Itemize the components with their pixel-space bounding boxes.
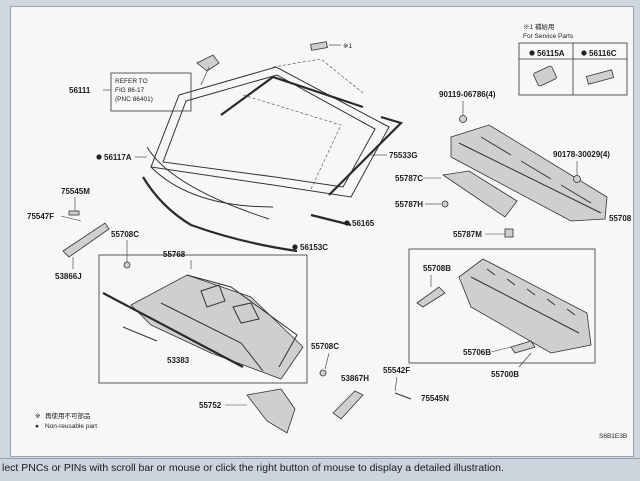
clip-75545M[interactable]: [68, 210, 80, 216]
moulding-lower[interactable]: [310, 213, 352, 227]
callout-90178[interactable]: 90178-30029(4): [553, 150, 610, 159]
side-moulding-right[interactable]: [328, 115, 404, 196]
cowl-cover-55752[interactable]: [246, 388, 296, 434]
callout-75547F[interactable]: 75547F: [27, 212, 54, 221]
callout-53383[interactable]: 53383: [167, 356, 190, 365]
service-part-56116C[interactable]: 56116C: [589, 49, 617, 58]
callout-55706B[interactable]: 55706B: [463, 348, 491, 357]
clip-55787H[interactable]: [441, 200, 449, 208]
clip-55787M[interactable]: [504, 228, 514, 238]
brace-55787C[interactable]: [441, 170, 518, 218]
clip-75545N[interactable]: [394, 392, 412, 400]
clip-55708C-bottom[interactable]: [319, 369, 327, 377]
bolt-90178[interactable]: [573, 175, 581, 183]
callout-55787H[interactable]: 55787H: [395, 200, 423, 209]
callout-75533G[interactable]: 75533G: [389, 151, 417, 160]
callout-55708C-top[interactable]: 55708C: [111, 230, 139, 239]
callout-55708-right[interactable]: 55708: [609, 214, 632, 223]
callout-53867H[interactable]: 53867H: [341, 374, 369, 383]
refer-line-2[interactable]: FIG 86-17: [115, 87, 145, 94]
legend-text-1: 再使用不可部品: [45, 411, 91, 420]
legend-text-2: Non-reusable part: [45, 423, 97, 430]
windshield-glass[interactable]: [150, 66, 390, 208]
callout-55708C-bottom[interactable]: 55708C: [311, 342, 339, 351]
callout-90119[interactable]: 90119-06786(4): [439, 90, 496, 99]
callout-56153C[interactable]: 56153C: [300, 243, 328, 252]
callout-55768[interactable]: 55768: [163, 250, 186, 259]
refer-line-1: REFER TO: [115, 78, 148, 85]
moulding-left[interactable]: [146, 146, 270, 220]
service-parts-title: ※1 補給用: [523, 22, 554, 31]
cowl-brace-assembly[interactable]: [450, 124, 608, 222]
status-bar-text: lect PNCs or PINs with scroll bar or mou…: [2, 462, 504, 474]
callout-56117A[interactable]: 56117A: [104, 153, 132, 162]
cowl-seal-left[interactable]: [142, 176, 298, 253]
service-parts-subtitle: For Service Parts: [523, 33, 574, 40]
status-bar: lect PNCs or PINs with scroll bar or mou…: [0, 458, 640, 481]
figure-code: S6B1E3B: [599, 433, 627, 440]
bracket-55706B[interactable]: [510, 340, 536, 354]
clip-top[interactable]: [310, 41, 328, 51]
bracket-top[interactable]: [196, 54, 220, 72]
refer-note-box: REFER TO FIG 86-17 (PNC 86401): [110, 72, 192, 112]
parts-illustration: ※1 補給用 For Service Parts 56115A 56116C R…: [27, 22, 632, 440]
cowl-louver-group-box: [408, 248, 596, 364]
callout-56111[interactable]: 56111: [69, 86, 91, 95]
cowl-seal-lower[interactable]: [102, 292, 244, 368]
cowl-side-trim-right[interactable]: [332, 390, 364, 420]
callout-53866J[interactable]: 53866J: [55, 272, 82, 281]
legend: ※ 再使用不可部品 ● Non-reusable part: [35, 411, 97, 430]
cowl-side-trim[interactable]: [62, 222, 110, 258]
clip-55708C-top[interactable]: [123, 261, 131, 269]
callout-56165[interactable]: 56165: [352, 219, 375, 228]
callout-81[interactable]: ※1: [343, 43, 352, 50]
callout-75545N[interactable]: 75545N: [421, 394, 449, 403]
callout-55700B[interactable]: 55700B: [491, 370, 519, 379]
callout-55787M[interactable]: 55787M: [453, 230, 482, 239]
callout-55708B[interactable]: 55708B: [423, 264, 451, 273]
refer-line-3: (PNC 86401): [115, 96, 153, 103]
service-part-56115A[interactable]: 56115A: [537, 49, 565, 58]
bracket-55708B[interactable]: [416, 286, 446, 308]
service-parts-box: ※1 補給用 For Service Parts 56115A 56116C: [518, 22, 628, 96]
callout-75545M[interactable]: 75545M: [61, 187, 90, 196]
roof-moulding[interactable]: [220, 75, 364, 116]
cowl-top-panel[interactable]: [130, 274, 304, 380]
callout-55542F[interactable]: 55542F: [383, 366, 410, 375]
callout-55787C[interactable]: 55787C: [395, 174, 423, 183]
legend-symbol-2: ●: [35, 423, 39, 430]
legend-symbol-1: ※: [35, 413, 41, 420]
parts-diagram-sheet: ※1 補給用 For Service Parts 56115A 56116C R…: [10, 6, 634, 457]
cowl-louver-panel[interactable]: [458, 258, 592, 354]
callout-55752[interactable]: 55752: [199, 401, 222, 410]
cowl-panel-group-box: [98, 254, 308, 384]
bolt-90119[interactable]: [459, 115, 467, 123]
small-bracket[interactable]: [122, 326, 158, 342]
